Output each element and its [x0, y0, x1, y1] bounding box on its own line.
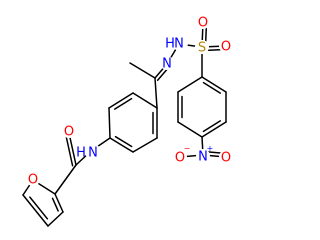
hydrazone-nitrogen-label: N [162, 57, 172, 72]
bond-r4-r5-double [202, 120, 222, 133]
atom-label-layer: O N H O N N H S O O [26, 15, 233, 188]
sulfonyl-sulfur-label: S [198, 41, 206, 56]
bond-cc-oc [68, 132, 77, 166]
nitro-nitrogen-atom: N + [196, 144, 213, 165]
hydrazide-nh-atom: N H [165, 35, 188, 52]
bond-b6-b1 [109, 137, 134, 153]
bond-layer [22, 21, 228, 227]
bond-b6-b1-double [114, 135, 133, 148]
bond-b3-b4 [132, 92, 158, 109]
bond-r1-r2 [177, 76, 203, 93]
nitro-oxygen-left-atom: O − [173, 144, 190, 166]
furan-oxygen-label: O [28, 173, 38, 188]
bond-b2-b3 [108, 92, 134, 109]
bond-f1-f2 [47, 211, 64, 227]
bond-f5-f1 [22, 194, 49, 227]
carbonyl-oxygen-label: O [64, 125, 74, 140]
bond-b5-b6 [132, 137, 158, 153]
bond-b2-b3-double [113, 97, 133, 110]
nitro-oxygen-right-label: O [221, 151, 231, 166]
nitro-nitrogen-charge: + [207, 144, 214, 153]
bond-r6-r1 [201, 76, 227, 93]
hydrazone-nitrogen-atom: N [160, 56, 174, 72]
carbonyl-oxygen-atom: O [62, 124, 76, 140]
sulfonyl-oxygen-left-label: O [198, 16, 208, 31]
amide-hydrogen-label: H [76, 146, 86, 161]
bond-r6-r1-double [202, 81, 222, 94]
nitro-oxygen-left-label: O [175, 151, 185, 166]
bond-f3-cc [54, 164, 77, 195]
nitro-nitrogen-label: N [198, 150, 208, 165]
hydrazide-hydrogen-label: H [165, 37, 175, 52]
bond-r3-r4 [177, 121, 203, 138]
nitro-oxygen-right-atom: O [219, 150, 233, 166]
molecule-structure: O N H O N N H S O O [22, 15, 233, 227]
bond-r4-r5 [201, 121, 227, 138]
bond-f2-f3 [54, 193, 64, 213]
bond-cc-oc-double [64, 132, 74, 167]
bond-f2-f3-double [51, 197, 59, 212]
sulfonyl-sulfur-atom: S [195, 40, 209, 56]
sulfonyl-oxygen-right-atom: O [219, 39, 233, 55]
bond-b4-cim [154, 77, 158, 109]
sulfonyl-oxygen-left-atom: O [196, 15, 210, 31]
nitro-oxygen-left-charge: − [184, 144, 191, 153]
furan-oxygen-atom: O [26, 172, 40, 188]
amide-nitrogen-label: N [88, 146, 98, 161]
hydrazide-nitrogen-label: N [174, 37, 184, 52]
sulfonyl-oxygen-right-label: O [221, 40, 231, 55]
bond-cim-me [129, 62, 156, 79]
amide-nh-atom: N H [76, 144, 101, 161]
bond-b1-b2 [108, 107, 111, 139]
bond-f5-f1-double [29, 196, 49, 220]
